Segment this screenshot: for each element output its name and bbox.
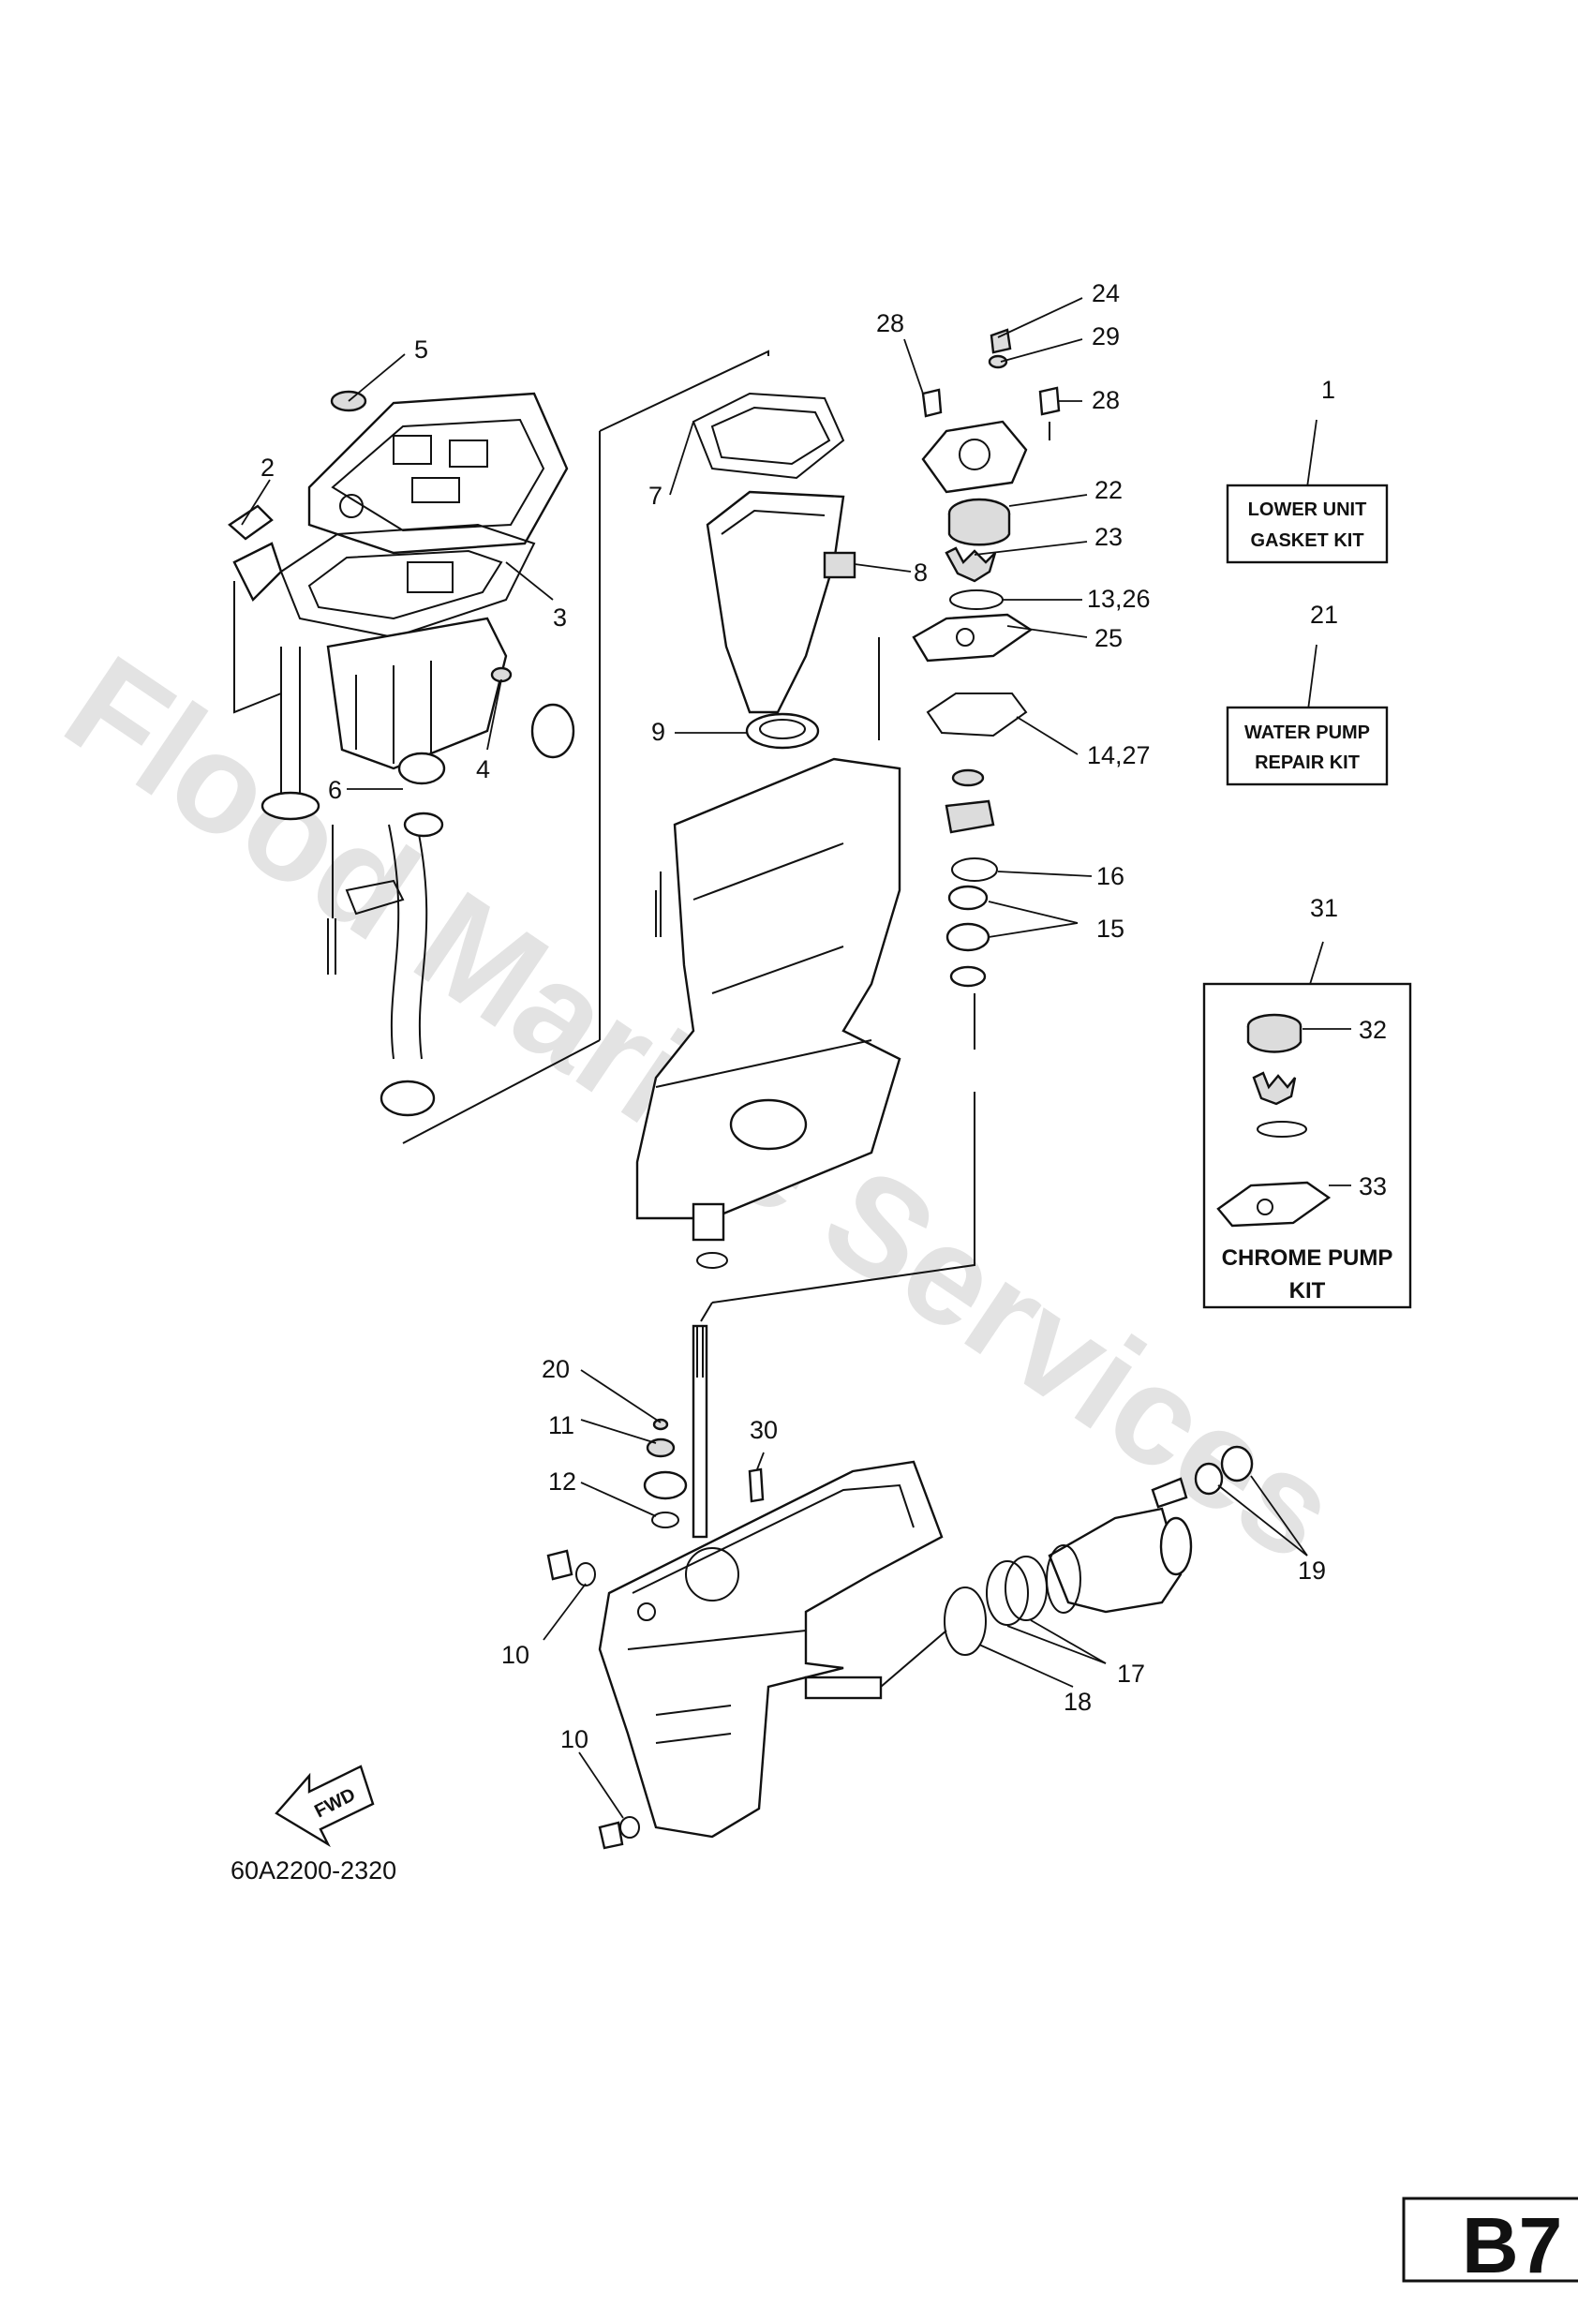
page-tag: B7 (1402, 2197, 1578, 2289)
kit-ref-1: 1 (1321, 376, 1335, 404)
callout-9: 9 (651, 718, 665, 746)
chrome-pump-kit-box: 31 32 33 CHROME PUMP KIT (1202, 894, 1412, 1309)
water-pump-assembly (878, 328, 1061, 988)
kit-item-32: 32 (1359, 1016, 1387, 1044)
callout-24: 24 (1092, 279, 1120, 307)
callout-25: 25 (1094, 624, 1123, 652)
kit-line: KIT (1289, 1278, 1326, 1304)
water-pump-repair-kit-box: 21 WATER PUMP REPAIR KIT (1226, 601, 1389, 786)
callout-5: 5 (414, 335, 428, 364)
callout-8: 8 (914, 559, 928, 587)
callout-19: 19 (1298, 1557, 1326, 1585)
kit-ref-31: 31 (1310, 894, 1338, 922)
callout-10: 10 (560, 1725, 588, 1753)
drawing-number: 60A2200-2320 (231, 1856, 396, 1885)
callout-20: 20 (542, 1355, 570, 1383)
arrow-icon (275, 1765, 375, 1848)
page-tag-text: B7 (1462, 2201, 1562, 2289)
leader-lines (241, 297, 1324, 1819)
callout-14-27: 14,27 (1087, 741, 1151, 769)
callout-6: 6 (328, 776, 342, 804)
kit-line: REPAIR KIT (1255, 752, 1360, 773)
kit-line: GASKET KIT (1250, 530, 1363, 551)
callout-30: 30 (750, 1416, 778, 1444)
kit-line: LOWER UNIT (1248, 499, 1367, 520)
kit-line: CHROME PUMP (1222, 1245, 1393, 1271)
callout-18: 18 (1064, 1688, 1092, 1716)
callout-17: 17 (1117, 1660, 1145, 1688)
callout-4: 4 (476, 755, 490, 783)
callout-7: 7 (648, 482, 662, 510)
callout-13-26: 13,26 (1087, 585, 1151, 613)
callout-3: 3 (553, 603, 567, 632)
lower-unit-gasket-kit-box: 1 LOWER UNIT GASKET KIT (1226, 376, 1389, 564)
callout-2: 2 (261, 454, 275, 482)
driveshaft-housing-assembly (402, 350, 975, 1304)
callout-10: 10 (501, 1641, 529, 1669)
callout-12: 12 (548, 1467, 576, 1496)
kit-line: WATER PUMP (1244, 723, 1370, 743)
callout-22: 22 (1094, 476, 1123, 504)
callout-28: 28 (876, 309, 904, 337)
callout-16: 16 (1096, 862, 1124, 890)
callout-23: 23 (1094, 523, 1123, 551)
kit-item-33: 33 (1359, 1172, 1387, 1200)
callout-15: 15 (1096, 915, 1124, 943)
gear-case-assembly (546, 1302, 1254, 1850)
kit-ref-21: 21 (1310, 601, 1338, 629)
upper-casing-assembly (228, 390, 575, 1117)
callout-11: 11 (548, 1411, 574, 1439)
callout-28: 28 (1092, 386, 1120, 414)
fwd-arrow: FWD (275, 1765, 375, 1848)
callout-29: 29 (1092, 322, 1120, 350)
callout-labels: 24 28 29 28 5 2 7 22 23 8 3 13,26 25 9 1… (261, 279, 1326, 1753)
